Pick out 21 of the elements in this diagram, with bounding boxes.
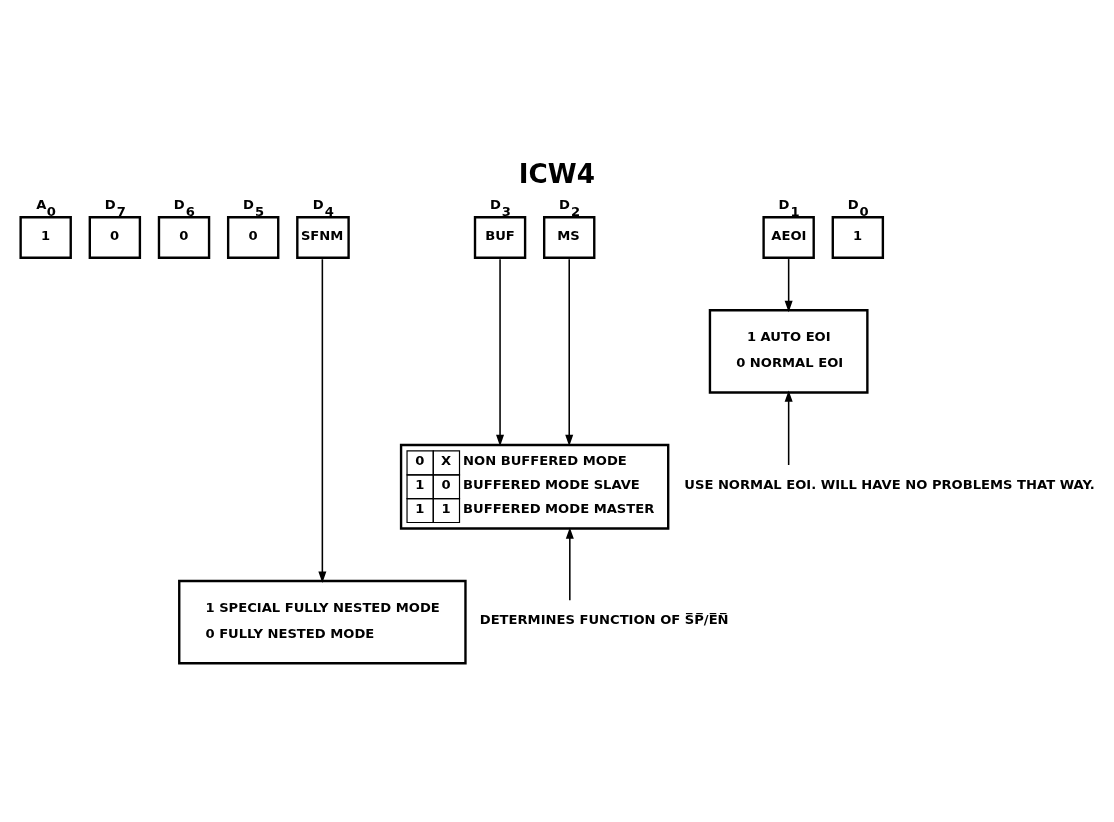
arrow: [565, 258, 574, 447]
node-box: 1 AUTO EOI 0 NORMAL EOI: [708, 309, 869, 394]
node-box: 0 X NON BUFFERED MODE 1 0 BUFFERED MODE SLAVE 1 1 BUFFERED MODE MASTER: [399, 443, 670, 530]
node-box: BUF: [473, 216, 527, 259]
arrow: [784, 258, 793, 313]
node-box: AEOI: [762, 216, 815, 259]
node-box: 0: [157, 216, 211, 259]
arrow: [784, 390, 793, 466]
node-text: USE NORMAL EOI. WILL HAVE NO PROBLEMS THAT WAY.: [684, 476, 1095, 492]
arrow: [496, 258, 505, 447]
node-box: SFNM: [296, 216, 350, 259]
node-box: 0: [88, 216, 142, 259]
node-box: MS: [543, 216, 596, 259]
arrow: [318, 258, 327, 583]
node-text: DETERMINES FUNCTION OF S̅P̅/E̅N̅: [479, 612, 729, 628]
node-box: 1: [831, 216, 885, 259]
diagram-title: ICW4: [518, 159, 596, 190]
arrow: [565, 527, 574, 602]
node-box: 0: [226, 216, 280, 259]
node-box: 1: [19, 216, 72, 259]
node-box: 1 SPECIAL FULLY NESTED MODE 0 FULLY NESTED MODE: [178, 579, 467, 665]
